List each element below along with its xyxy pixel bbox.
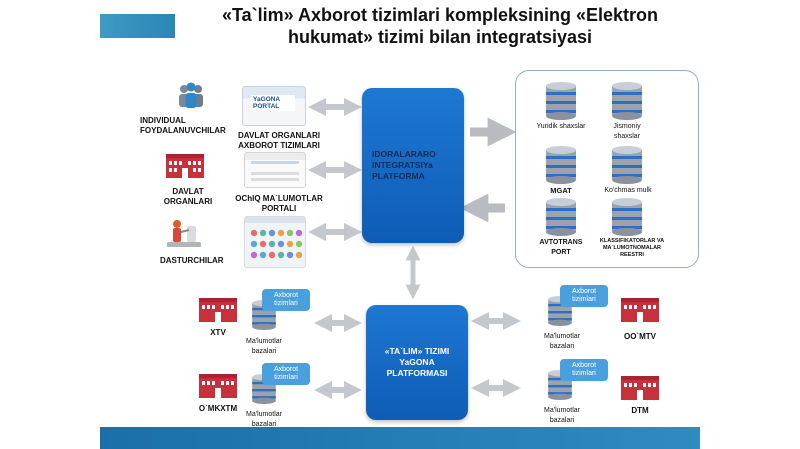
database-icon-mgat: [546, 146, 576, 184]
database-icon-individuals: [612, 82, 642, 120]
registry-label-real-estate: Ko'chmas mulk: [604, 187, 652, 194]
state-bodies-label: DAVLAT ORGANLARI: [163, 187, 213, 206]
registries-panel: [515, 70, 699, 268]
registry-label-autotransport: AVTOTRANS PORT: [539, 239, 583, 256]
talim-platform-label: «TA`LIM» TIZIMI YaGONA PLATFORMASI: [384, 346, 450, 378]
header-accent-bar: [100, 14, 175, 38]
interagency-platform-label: IDORALARARO INTEGRATSIYa PLATFORMA: [372, 149, 436, 181]
xtv-building-icon: [199, 298, 237, 322]
state-building-icon: [166, 154, 204, 178]
dtm-is-callout: Axborot tizimlari: [560, 359, 608, 381]
slide-title: «Ta`lim» Axborot tizimlari kompleksining…: [221, 5, 659, 47]
open-data-screenshot: [244, 216, 306, 268]
omkxtm-is-callout: Axborot tizimlari: [262, 363, 310, 385]
state-is-label: DAVLAT ORGANLARI AXBOROT TIZIMLARI: [238, 131, 320, 150]
registry-label-classifiers: KLASSIFIKATORLAR VA MA`LUMOTNOMALAR REES…: [599, 238, 665, 258]
users-group-icon: [179, 82, 203, 108]
oomtv-building-icon: [621, 298, 659, 322]
talim-platform: «TA`LIM» TIZIMI YaGONA PLATFORMASI: [366, 305, 468, 420]
interagency-platform: IDORALARARO INTEGRATSIYa PLATFORMA: [362, 88, 464, 243]
registry-label-individuals: Jismoniy shaxslar: [613, 123, 641, 140]
xtv-is-callout: Axborot tizimlari: [262, 289, 310, 311]
dtm-building-icon: [621, 376, 659, 400]
omkxtm-label: O`MKXTM: [198, 404, 238, 413]
developer-icon: [167, 220, 201, 247]
open-data-tiles: [245, 217, 305, 259]
state-is-screenshot: [244, 152, 306, 188]
database-icon-autotransport: [546, 198, 576, 236]
xtv-db-label: Ma'lumotlar bazalari: [246, 338, 282, 355]
single-portal-logo: YaGONA PORTAL: [251, 95, 295, 111]
dtm-db-label: Ma'lumotlar bazalari: [544, 407, 580, 424]
footer-bar: [100, 427, 700, 449]
database-icon-real-estate: [612, 146, 642, 184]
single-portal-screenshot: YaGONA PORTAL: [242, 86, 306, 126]
dtm-label: DTM: [631, 406, 649, 415]
xtv-label: XTV: [210, 328, 226, 337]
omkxtm-db-label: Ma'lumotlar bazalari: [246, 411, 282, 428]
oomtv-is-callout: Axborot tizimlari: [560, 285, 608, 307]
individuals-label: INDIVIDUAL FOYDALANUVCHILAR: [140, 116, 226, 135]
registry-label-mgat: MGAT: [550, 186, 572, 195]
omkxtm-building-icon: [199, 374, 237, 398]
oomtv-label: OO`MTV: [624, 332, 656, 341]
registry-label-legal: Yuridik shaxslar: [536, 123, 586, 130]
database-icon-legal-entities: [546, 82, 576, 120]
oomtv-db-label: Ma'lumotlar bazalari: [544, 333, 580, 350]
open-data-label: OChIQ MA`LUMOTLAR PORTALI: [235, 194, 323, 213]
developers-label: DASTURCHILAR: [160, 256, 224, 265]
database-icon-classifiers: [612, 198, 642, 236]
